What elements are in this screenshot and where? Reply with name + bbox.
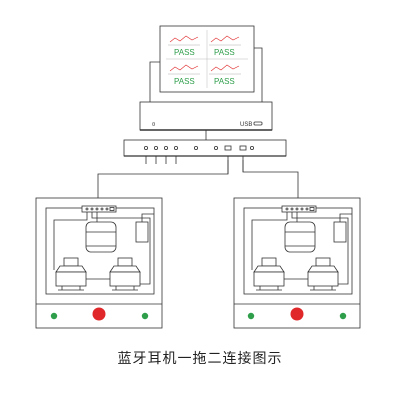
pass-label: PASS [174,48,195,57]
cable-left-fixture [97,160,229,198]
earphone-case-icon [85,221,117,253]
earbud-mount-left-icon [253,257,285,291]
earbud-mount-right-icon [307,257,339,291]
red-start-button[interactable] [92,307,106,321]
earphone-case-icon [284,221,316,253]
connector-strip-icon [281,205,317,213]
monitor-cable-right [254,47,263,102]
green-led-indicator [339,312,347,320]
control-box [139,101,273,131]
usb-port-label: USB [240,122,252,128]
hub-drop-cables [145,156,244,174]
monitor-cable [149,61,160,102]
red-start-button[interactable] [290,307,304,321]
cable-right-fixture [242,160,299,198]
dongle-icon [333,221,347,243]
connector-pin-icon [85,207,115,211]
green-led-indicator [247,312,255,320]
waveform-icon [169,35,240,72]
pass-label: PASS [214,77,235,86]
monitor [149,25,263,102]
control-box-mark: ¤ [152,122,155,128]
green-led-indicator [50,312,58,320]
earbud-mount-left-icon [55,257,87,291]
fixture-right [233,197,361,329]
connector-pin-icon [285,207,315,211]
earbud-mount-right-icon [109,257,141,291]
dongle-icon [135,221,149,243]
hub-port-icon [143,145,254,151]
green-led-indicator [141,312,149,320]
connector-strip-icon [81,205,117,213]
pass-label: PASS [214,48,235,57]
waveform-shadow-icon [168,44,241,75]
diagram-caption: 蓝牙耳机一拖二连接图示 [117,351,283,367]
pass-label: PASS [174,77,195,86]
fixture-left [35,197,163,329]
usb-port-icon [253,121,263,126]
usb-hub [123,139,287,157]
